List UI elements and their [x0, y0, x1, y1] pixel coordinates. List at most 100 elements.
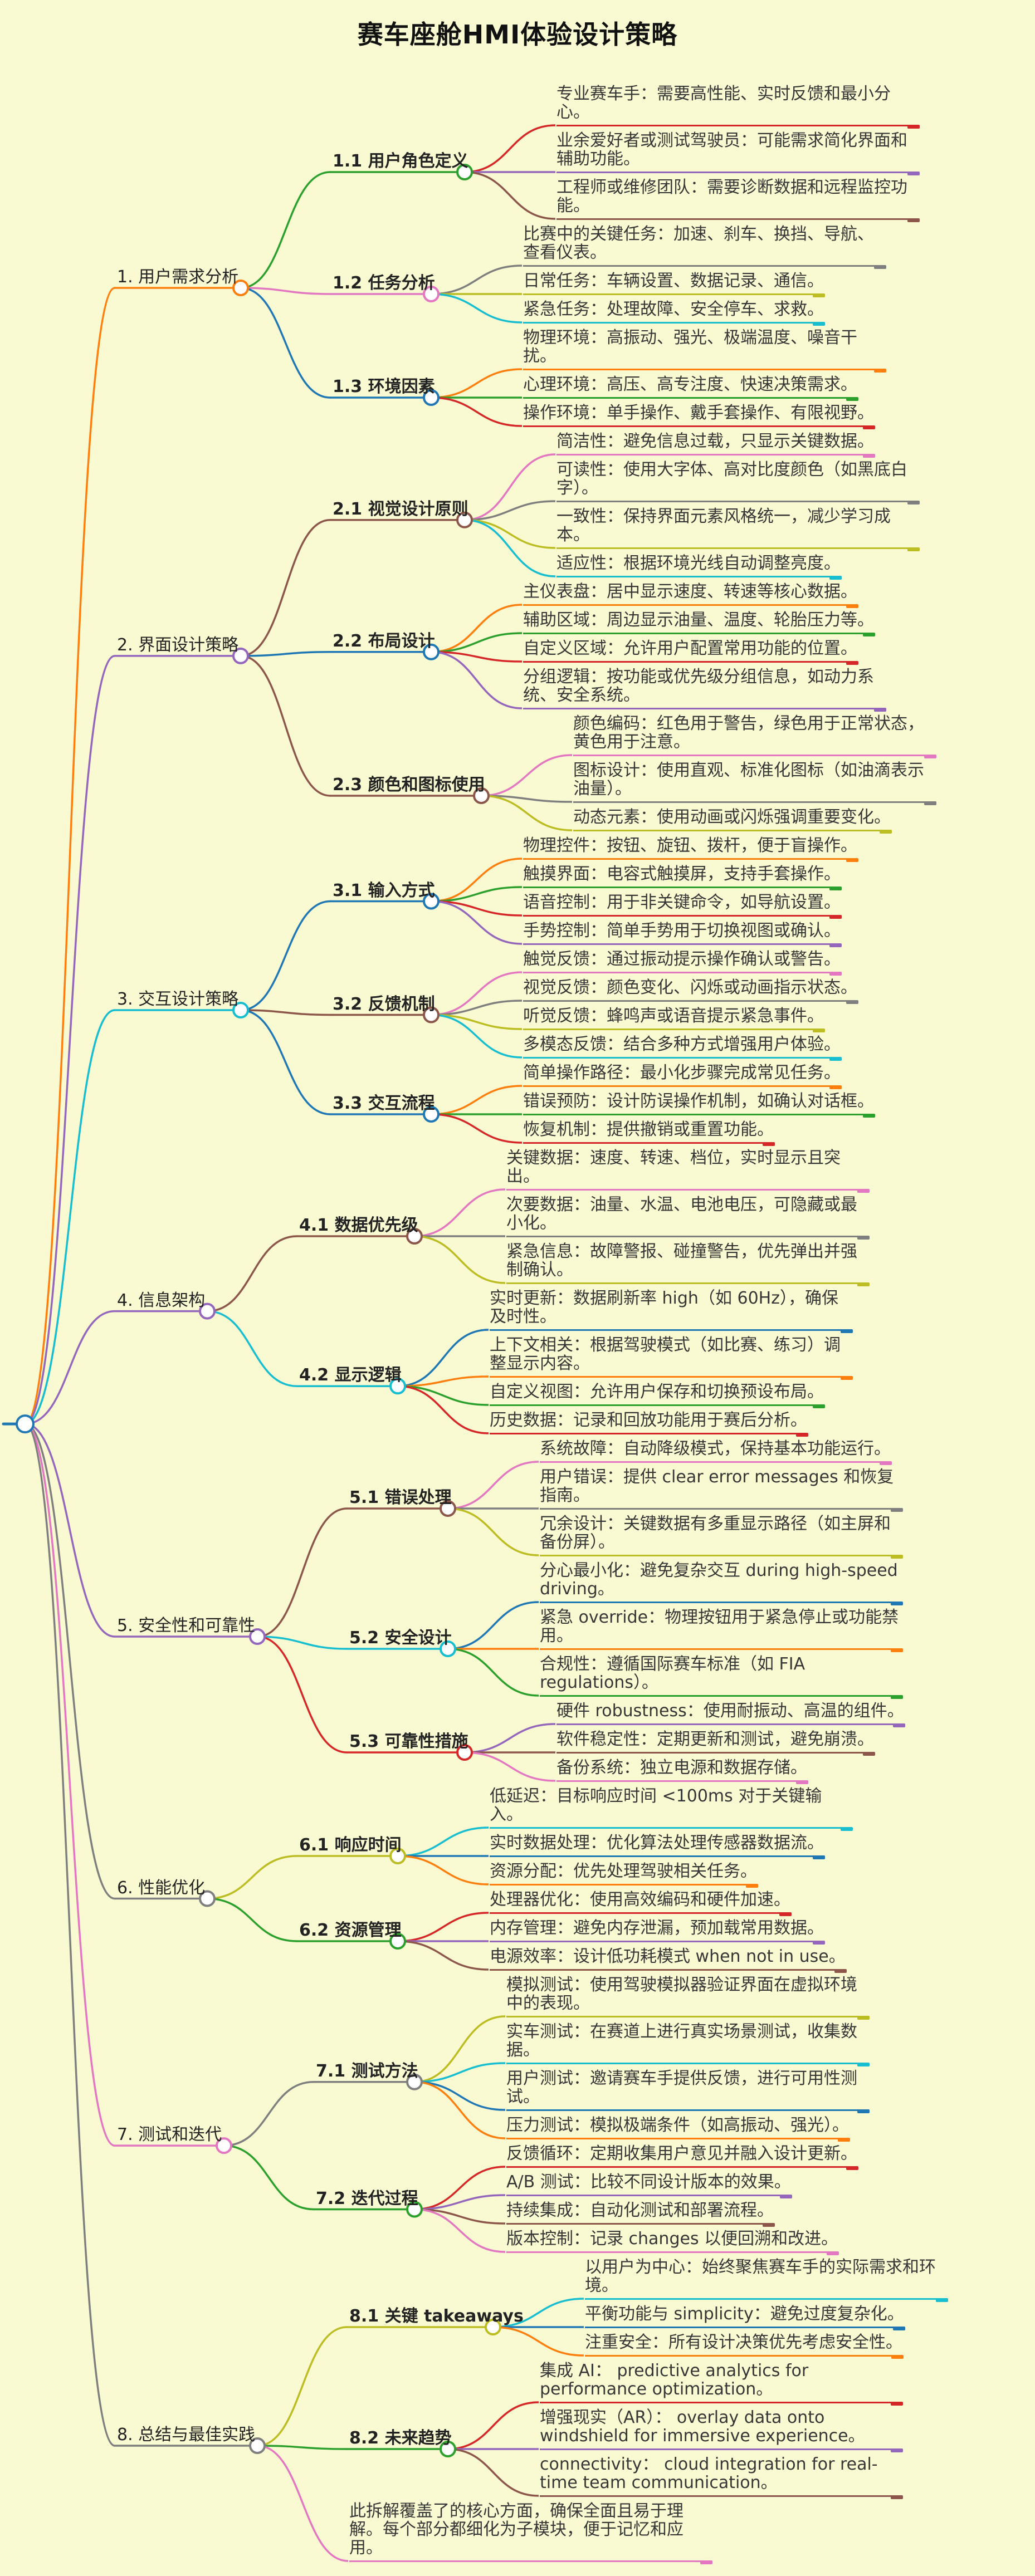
link-curve — [464, 171, 556, 220]
leaf-item: 历史数据：记录和回放功能用于赛后分析。 — [490, 1411, 808, 1437]
leaf-item: 触觉反馈：通过振动提示操作确认或警告。 — [523, 950, 842, 976]
link-curve — [431, 971, 523, 1016]
node-circle[interactable] — [216, 2137, 232, 2154]
link-curve — [223, 2081, 314, 2147]
node-circle[interactable] — [440, 2441, 456, 2457]
leaf-item: 实车测试：在赛道上进行真实场景测试，收集数据。 — [506, 2022, 870, 2066]
leaf-item: 简洁性：避免信息过载，只显示关键数据。 — [556, 432, 875, 458]
node-circle[interactable] — [423, 286, 440, 302]
node-circle[interactable] — [423, 1006, 440, 1023]
node-circle[interactable] — [232, 1002, 249, 1018]
leaf-item: 用户测试：邀请赛车手提供反馈，进行可用性测试。 — [506, 2069, 870, 2113]
leaf-underline-tick — [813, 1855, 825, 1859]
link-curve — [431, 900, 523, 917]
link-curve — [431, 900, 523, 945]
leaf-item: 合规性：遵循国际赛车标准（如 FIA regulations）。 — [540, 1655, 903, 1699]
link-curve — [240, 655, 331, 797]
leaf-underline-tick — [874, 265, 886, 269]
link-curve — [431, 886, 523, 903]
branch-label: 5. 安全性和可靠性 — [117, 1616, 256, 1635]
leaf-underline-tick — [763, 2223, 775, 2227]
root-node-circle[interactable] — [16, 1414, 35, 1434]
link-curve — [397, 1375, 489, 1387]
link-curve — [481, 795, 573, 831]
leaf-item: 语音控制：用于非关键命令，如导航设置。 — [523, 893, 842, 919]
subtopic-label: 3.2 反馈机制 — [333, 994, 435, 1014]
subtopic-label: 3.1 输入方式 — [333, 880, 435, 900]
leaf-item: 次要数据：油量、水温、电池电压，可隐藏或最小化。 — [506, 1196, 870, 1240]
subtopic-label: 4.2 显示逻辑 — [299, 1365, 402, 1385]
node-circle[interactable] — [423, 1106, 440, 1123]
subtopic-label: 4.1 数据优先级 — [299, 1216, 418, 1235]
leaf-item: 工程师或维修团队：需要诊断数据和远程监控功能。 — [556, 178, 920, 222]
node-circle[interactable] — [389, 1933, 406, 1950]
leaf-underline-tick — [841, 1376, 853, 1380]
leaf-underline-tick — [746, 1884, 758, 1888]
leaf-item: 错误预防：设计防误操作机制，如确认对话框。 — [523, 1092, 875, 1118]
node-circle[interactable] — [389, 1378, 406, 1395]
subtopic-label: 5.1 错误处理 — [349, 1488, 452, 1507]
leaf-underline-tick — [863, 454, 875, 458]
node-circle[interactable] — [199, 1302, 216, 1320]
leaf-underline-tick — [880, 1461, 892, 1465]
leaf-underline-tick — [863, 1114, 875, 1118]
leaf-underline-tick — [891, 2402, 903, 2406]
node-circle[interactable] — [440, 1500, 456, 1517]
leaf-underline-tick — [891, 1695, 903, 1699]
leaf-underline-tick — [846, 661, 858, 665]
link-curve — [431, 651, 523, 709]
leaf-item: 用户错误：提供 clear error messages 和恢复指南。 — [540, 1468, 903, 1512]
leaf-underline-tick — [907, 125, 920, 129]
node-circle[interactable] — [440, 1640, 456, 1657]
leaf-underline-tick — [892, 1723, 905, 1727]
leaf-item: 物理环境：高振动、强光、极端温度、噪音干扰。 — [523, 329, 886, 373]
link-curve — [464, 519, 556, 549]
link-curve — [257, 2326, 348, 2447]
node-circle[interactable] — [423, 893, 440, 910]
link-curve — [431, 1013, 523, 1030]
leaf-underline-tick — [827, 2251, 839, 2255]
node-circle[interactable] — [199, 1890, 216, 1907]
node-circle[interactable] — [232, 280, 249, 296]
leaf-underline-tick — [880, 830, 892, 834]
node-circle[interactable] — [485, 2319, 501, 2335]
node-circle[interactable] — [232, 647, 249, 664]
node-circle[interactable] — [406, 1228, 423, 1245]
link-curve — [257, 1635, 348, 1650]
link-curve — [240, 1009, 331, 1016]
branch-label: 2. 界面设计策略 — [117, 635, 239, 655]
link-curve — [240, 651, 331, 657]
link-curve — [414, 1188, 506, 1237]
link-curve — [464, 1751, 556, 1782]
link-curve — [431, 396, 523, 427]
link-curve — [431, 1113, 523, 1144]
link-curve — [431, 265, 523, 295]
node-circle[interactable] — [456, 164, 473, 180]
node-circle[interactable] — [456, 511, 473, 528]
node-circle[interactable] — [249, 1628, 266, 1645]
leaf-underline-tick — [846, 397, 858, 401]
leaf-underline-tick — [863, 425, 875, 429]
node-circle[interactable] — [406, 2073, 423, 2090]
node-circle[interactable] — [423, 389, 440, 406]
leaf-item: 紧急信息：故障警报、碰撞警告，优先弹出并强制确认。 — [506, 1242, 870, 1286]
node-circle[interactable] — [473, 787, 490, 804]
link-curve — [414, 2081, 506, 2111]
link-curve — [447, 1648, 539, 1697]
link-curve — [397, 1940, 489, 1971]
node-circle[interactable] — [423, 643, 440, 660]
leaf-item: 操作环境：单手操作、戴手套操作、有限视野。 — [523, 404, 875, 429]
leaf-item: 压力测试：模拟极端条件（如高振动、强光）。 — [506, 2116, 850, 2142]
branch-label: 7. 测试和迭代 — [117, 2125, 222, 2145]
node-circle[interactable] — [406, 2201, 423, 2218]
node-circle[interactable] — [389, 1848, 406, 1864]
link-curve — [397, 1855, 489, 1886]
leaf-item: 紧急任务：处理故障、安全停车、求救。 — [523, 300, 825, 326]
leaf-underline-tick — [857, 1236, 870, 1240]
link-curve — [414, 1235, 506, 1284]
leaf-underline-tick — [813, 293, 825, 297]
link-curve — [431, 368, 523, 399]
node-circle[interactable] — [456, 1744, 473, 1761]
subtopic-label: 5.2 安全设计 — [349, 1628, 452, 1648]
node-circle[interactable] — [249, 2437, 266, 2454]
